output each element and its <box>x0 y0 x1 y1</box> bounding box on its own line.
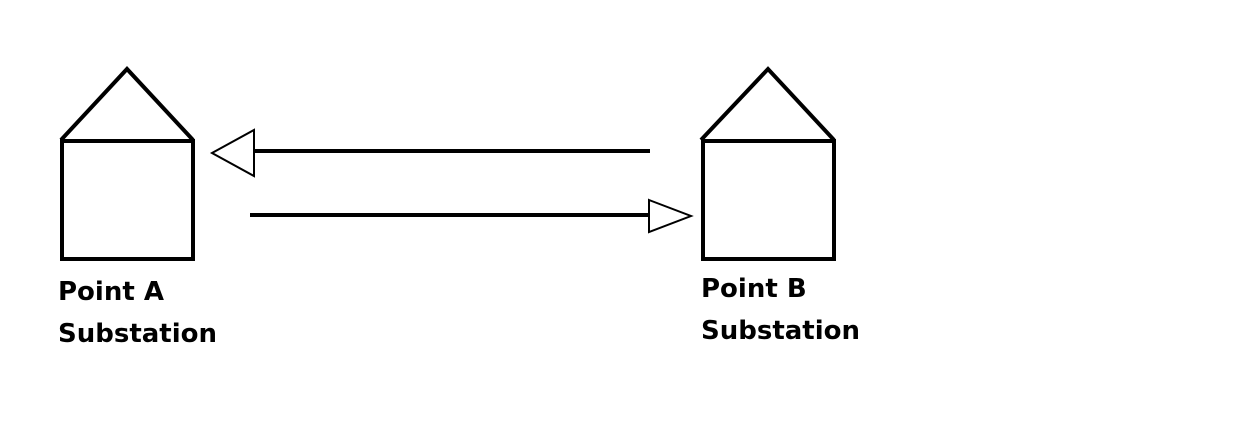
substation-b-icon <box>699 66 836 261</box>
arrow-b-to-a-head-icon <box>209 128 255 178</box>
station-b-label-line2: Substation <box>701 316 861 346</box>
arrow-a-to-b-head-icon <box>648 198 694 234</box>
substation-b-roof <box>699 66 836 142</box>
station-b-label: Point B Substation <box>701 268 860 352</box>
arrow-a-to-b <box>250 198 694 234</box>
substation-a-roof <box>59 66 195 142</box>
substation-a-icon <box>59 66 195 261</box>
station-a-label-line1: Point A <box>58 277 164 307</box>
station-a-label-line2: Substation <box>58 319 218 349</box>
station-b-label-line1: Point B <box>701 274 807 304</box>
substation-a-body <box>60 139 195 261</box>
arrow-b-to-a <box>209 128 650 178</box>
station-a-label: Point A Substation <box>58 271 217 355</box>
substation-b-body <box>701 139 836 261</box>
